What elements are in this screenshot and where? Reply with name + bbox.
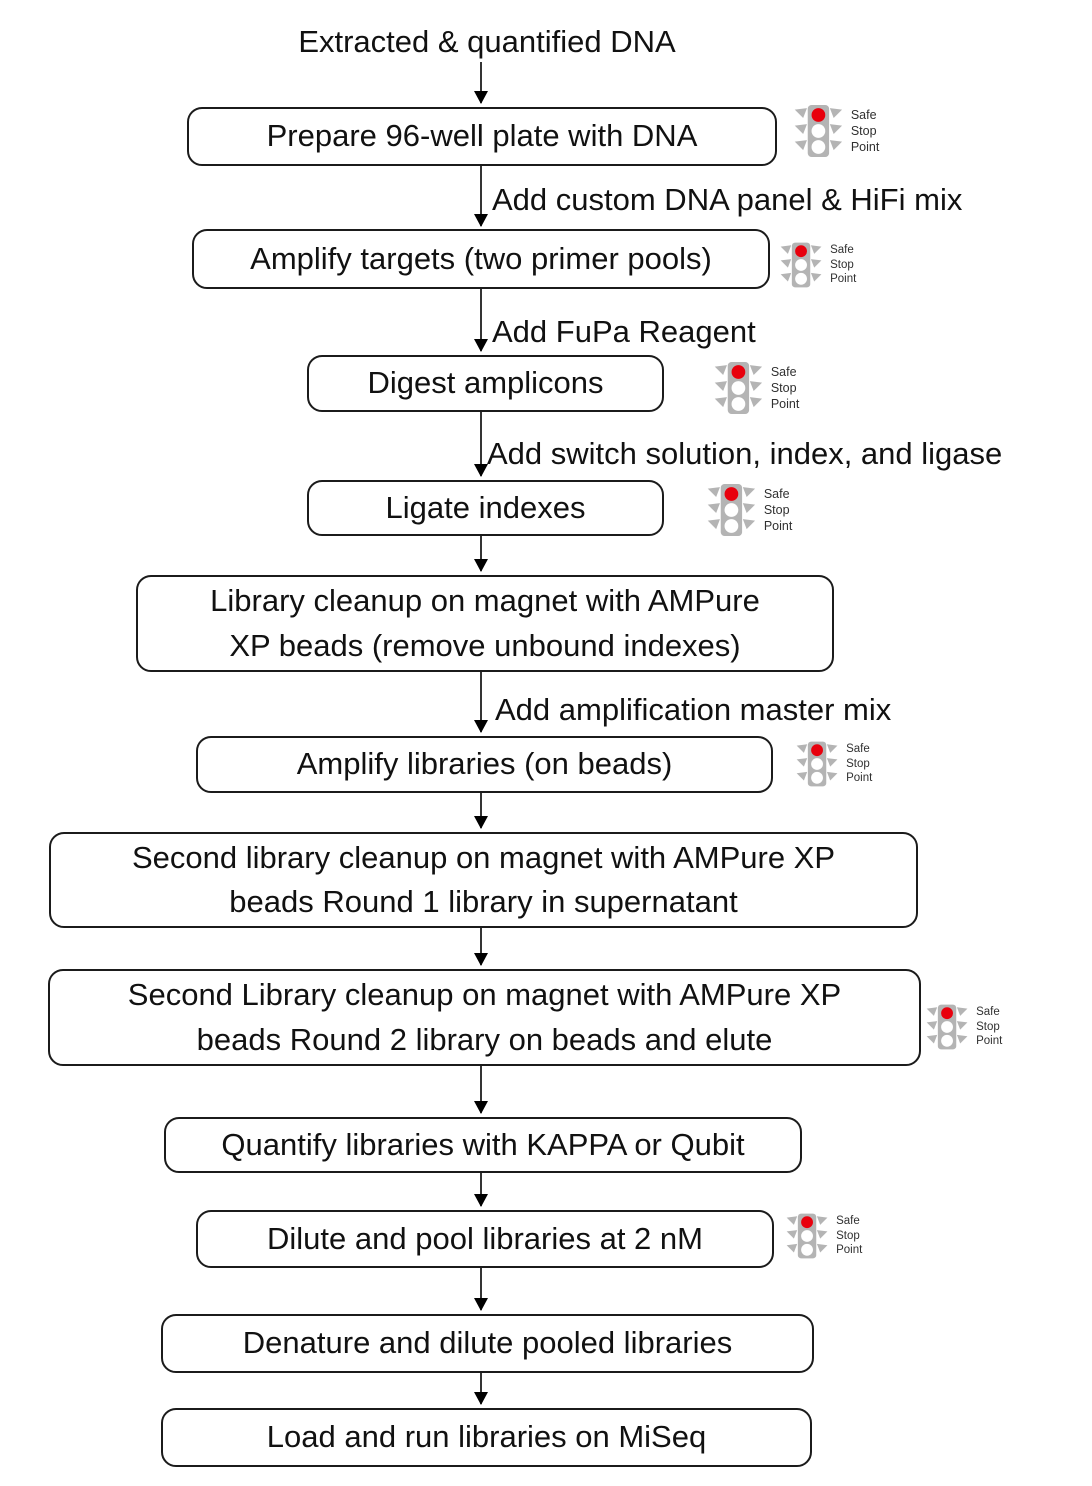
edge-label-add-fupa: Add FuPa Reagent xyxy=(492,314,756,349)
node-load-run-miseq: Load and run libraries on MiSeq xyxy=(161,1408,812,1467)
traffic-light-icon xyxy=(707,484,756,536)
traffic-light-icon xyxy=(794,105,843,157)
node-quantify-libraries: Quantify libraries with KAPPA or Qubit xyxy=(164,1117,802,1173)
edge-label-add-master-mix: Add amplification master mix xyxy=(495,692,892,727)
node-denature-dilute: Denature and dilute pooled libraries xyxy=(161,1314,814,1373)
edge-label-add-switch: Add switch solution, index, and ligase xyxy=(487,436,1003,471)
node-ligate-indexes: Ligate indexes xyxy=(307,480,664,536)
traffic-light-icon xyxy=(786,1213,828,1259)
node-dilute-pool-libraries: Dilute and pool libraries at 2 nM xyxy=(196,1210,774,1268)
node-second-cleanup-round-2: Second Library cleanup on magnet with AM… xyxy=(48,969,921,1066)
node-second-cleanup-round-1: Second library cleanup on magnet with AM… xyxy=(49,832,918,928)
traffic-light-icon xyxy=(780,242,822,288)
edge-label-add-panel: Add custom DNA panel & HiFi mix xyxy=(492,182,963,217)
traffic-light-icon xyxy=(796,741,838,787)
node-digest-amplicons: Digest amplicons xyxy=(307,355,664,412)
node-amplify-libraries: Amplify libraries (on beads) xyxy=(196,736,773,793)
traffic-light-icon xyxy=(714,362,763,414)
traffic-light-icon xyxy=(926,1004,968,1050)
page-title: Extracted & quantified DNA xyxy=(298,24,676,59)
node-amplify-targets: Amplify targets (two primer pools) xyxy=(192,229,770,289)
node-library-cleanup: Library cleanup on magnet with AMPure XP… xyxy=(136,575,834,672)
node-prepare-96-well-plate: Prepare 96-well plate with DNA xyxy=(187,107,777,166)
